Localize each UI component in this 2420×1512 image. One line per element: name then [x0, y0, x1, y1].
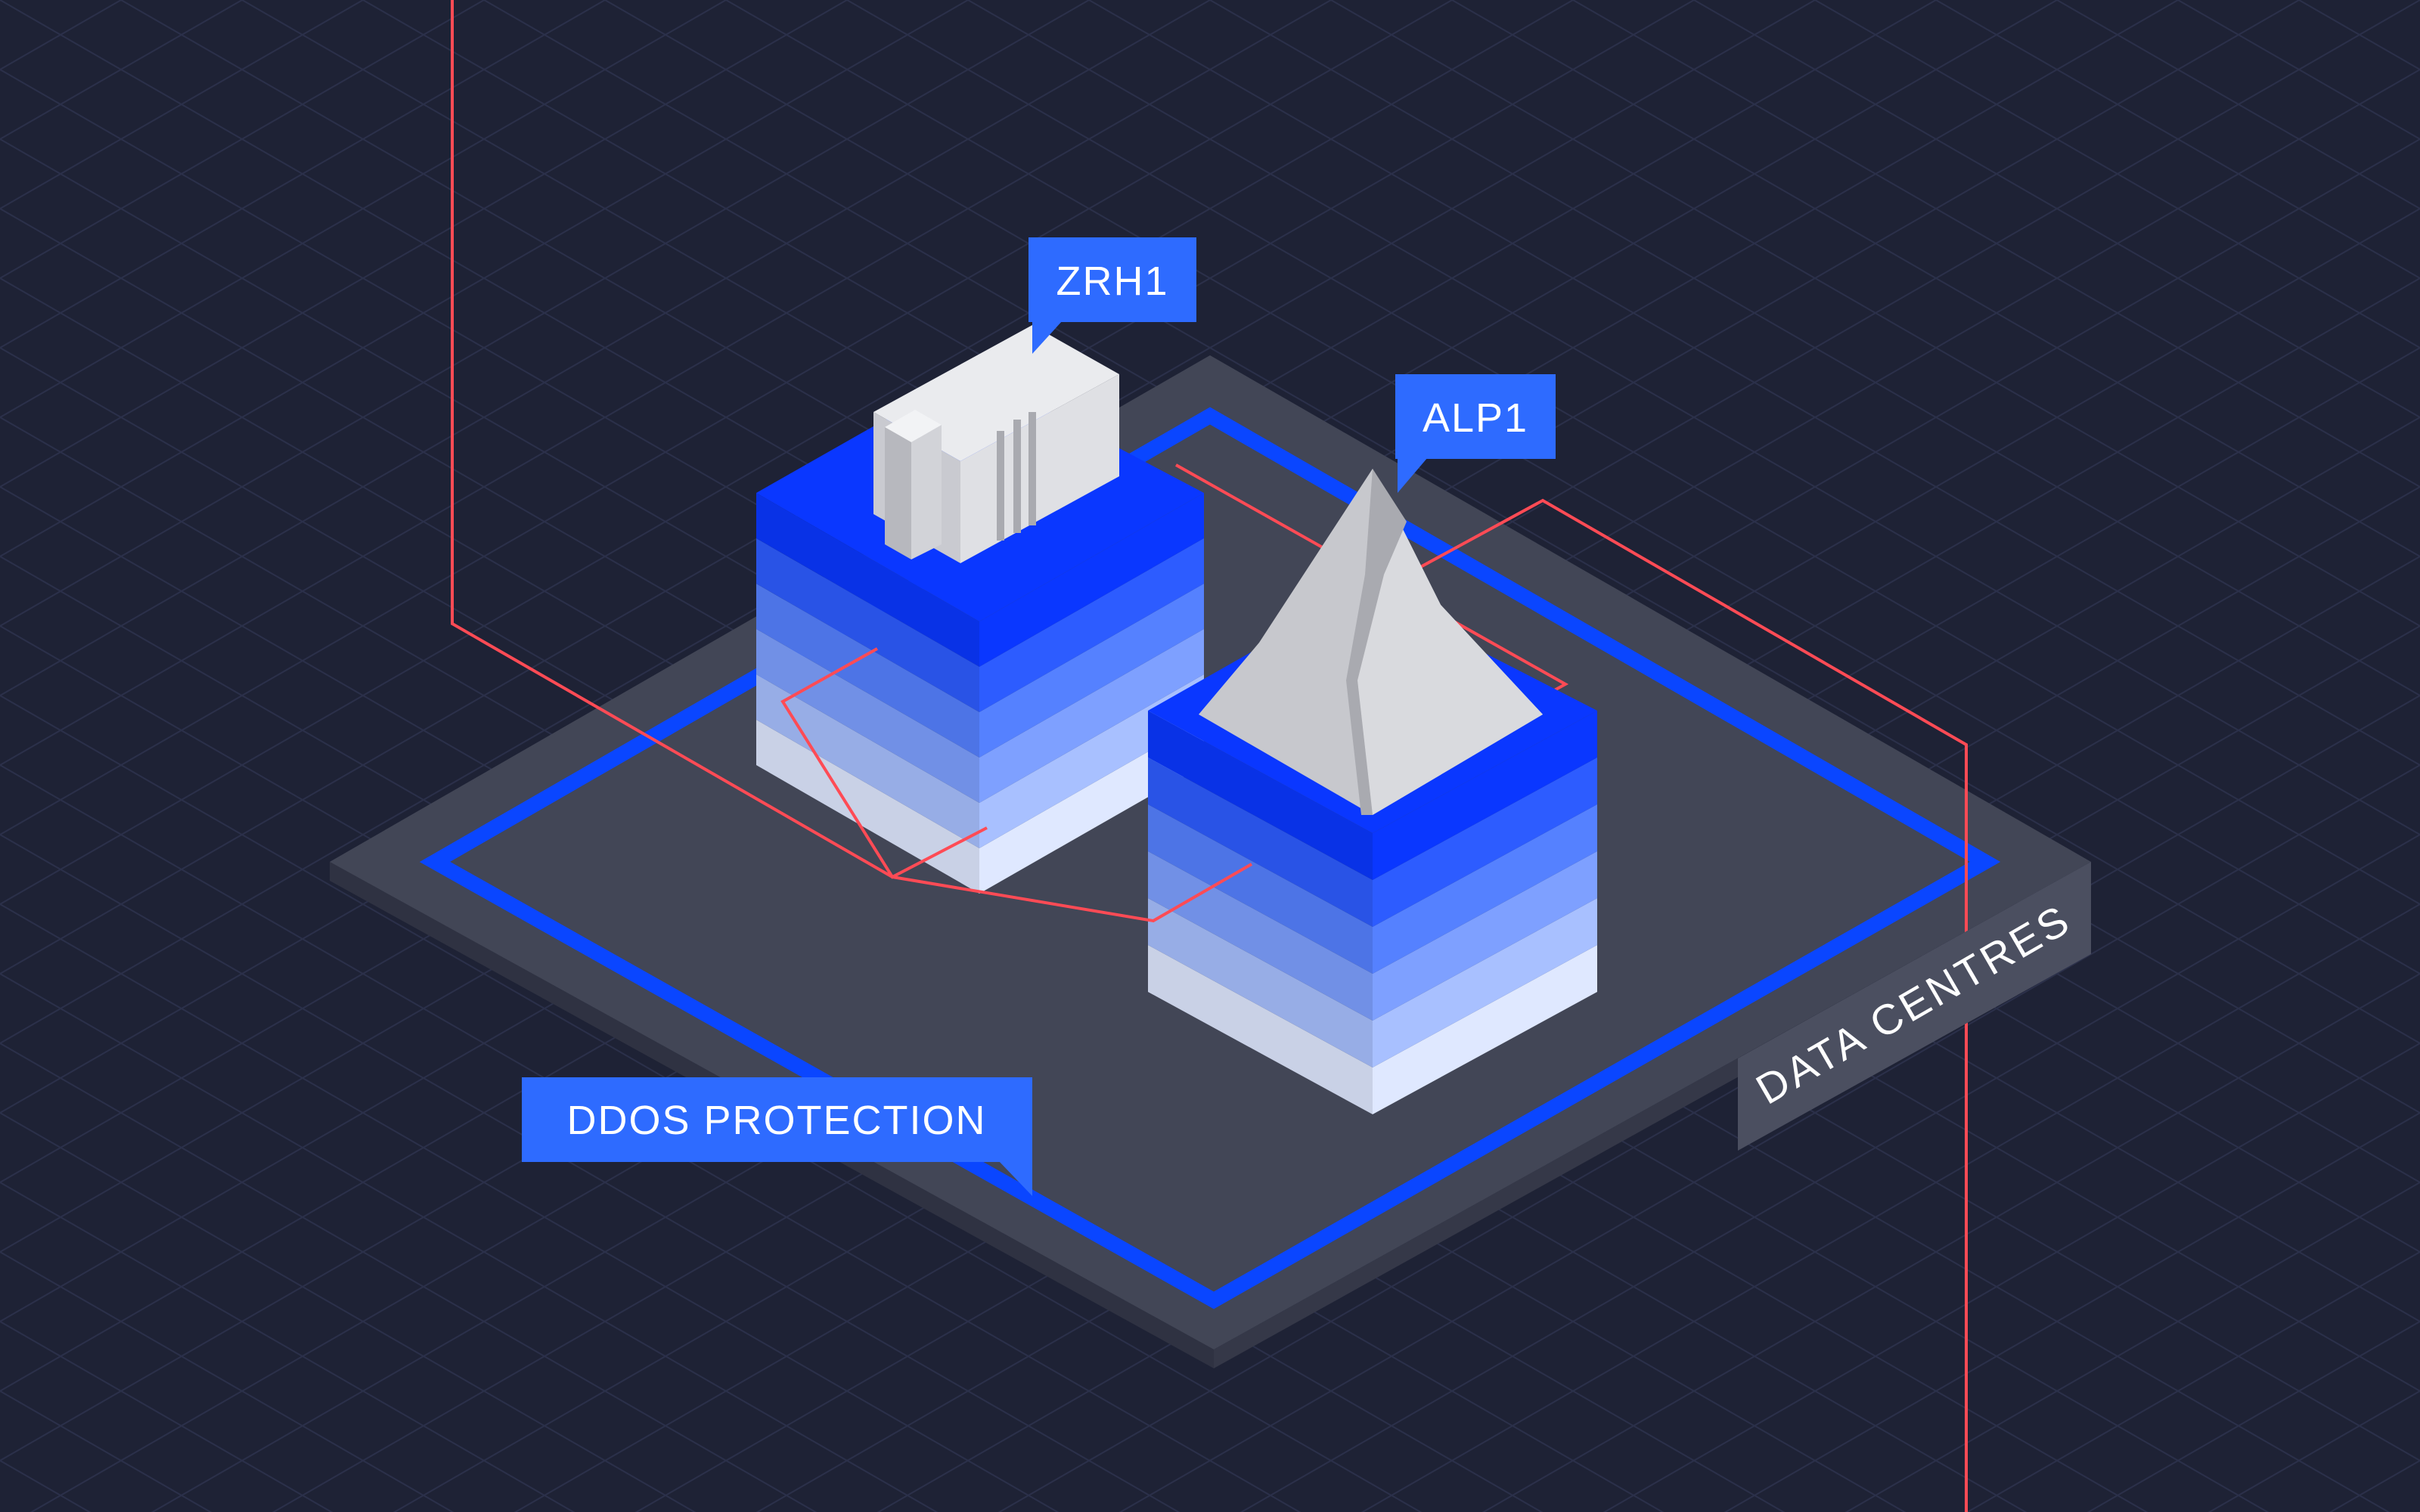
stack-layer-left-face [1148, 851, 1373, 1021]
stack-layer-right-face [979, 674, 1204, 848]
connection-line-right [1406, 498, 1968, 1512]
alp1-tag: ALP1 [1395, 374, 1556, 493]
stack-layer-right-face [1373, 711, 1597, 880]
stack-layer-right-face [1373, 758, 1597, 927]
zrh1-tag: ZRH1 [1028, 237, 1196, 354]
stack-layer-right-face [1373, 898, 1597, 1067]
stack-layer-left-face [756, 584, 979, 758]
stack-layer-right-face [979, 584, 1204, 758]
mountain-icon [1199, 469, 1543, 815]
stack-layer-left-face [1148, 711, 1373, 880]
alp1-label: ALP1 [1423, 395, 1528, 441]
connection-line-back [451, 0, 893, 878]
stack-layer-right-face [979, 493, 1204, 667]
ddos-protection-label: DDOS PROTECTION [566, 1098, 986, 1143]
zrh1-server-stack [756, 370, 1204, 894]
stack-layer-right-face [1373, 804, 1597, 974]
stack-layer-left-face [756, 493, 979, 667]
network-ring [419, 407, 2001, 1309]
ddos-protection-tag: DDOS PROTECTION [522, 1077, 1032, 1196]
stack-layer-right-face [979, 538, 1204, 712]
stack-layer-right-face [979, 629, 1204, 803]
stack-layer-left-face [756, 674, 979, 848]
stack-layer-left-face [756, 629, 979, 803]
zrh1-building-icon [873, 325, 1119, 563]
stack-layer-right-face [1373, 945, 1597, 1114]
stack-layer-left-face [1148, 898, 1373, 1067]
connection-line-front [892, 863, 1252, 923]
stack-layer-left-face [756, 720, 979, 894]
connection-line-zrh1 [780, 647, 988, 879]
stack-layer-right-face [979, 720, 1204, 894]
stack-layer-left-face [1148, 945, 1373, 1114]
zrh1-label: ZRH1 [1056, 259, 1168, 304]
stack-layer-left-face [1148, 758, 1373, 927]
stack-layer-right-face [1373, 851, 1597, 1021]
stack-layer-left-face [1148, 804, 1373, 974]
stack-layer-left-face [756, 538, 979, 712]
